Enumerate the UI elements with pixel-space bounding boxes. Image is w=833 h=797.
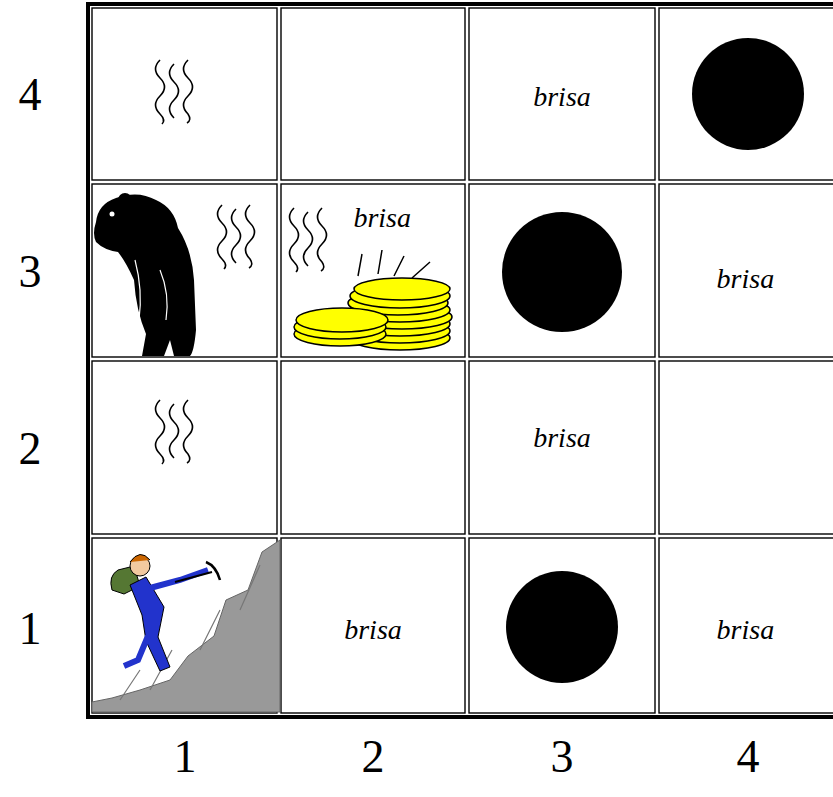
row-number: 2 [19,426,42,472]
climber [92,540,280,712]
pit [692,38,804,150]
breeze-cell: brisa [659,184,833,357]
wumpus-bear [94,193,196,356]
breeze-cell: brisa [469,8,655,180]
breeze-cell: brisa [469,361,655,534]
stench-symbol [156,60,193,124]
breeze-label: brisa [353,203,411,234]
pit [506,571,618,683]
pit [502,212,622,332]
breeze-cell: brisa [659,538,833,713]
breeze-label: brisa [717,264,775,295]
row-number: 3 [19,249,42,295]
stench-symbol [218,205,255,269]
breeze-label: brisa [344,615,402,646]
grid-cells [92,8,833,713]
breeze-label: brisa [533,82,591,113]
column-number: 1 [174,734,197,780]
breeze-cell: brisa [281,538,465,713]
breeze-cell: brisa [281,184,465,357]
stench-symbol [290,208,327,272]
column-number: 4 [737,734,760,780]
column-number: 2 [362,734,385,780]
grid-frame [88,4,833,717]
row-number: 4 [19,72,42,118]
breeze-label: brisa [533,423,591,454]
row-number: 1 [19,606,42,652]
breeze-label: brisa [717,615,775,646]
stench-symbol [156,400,193,464]
gold-coins [294,250,452,350]
column-number: 3 [551,734,574,780]
